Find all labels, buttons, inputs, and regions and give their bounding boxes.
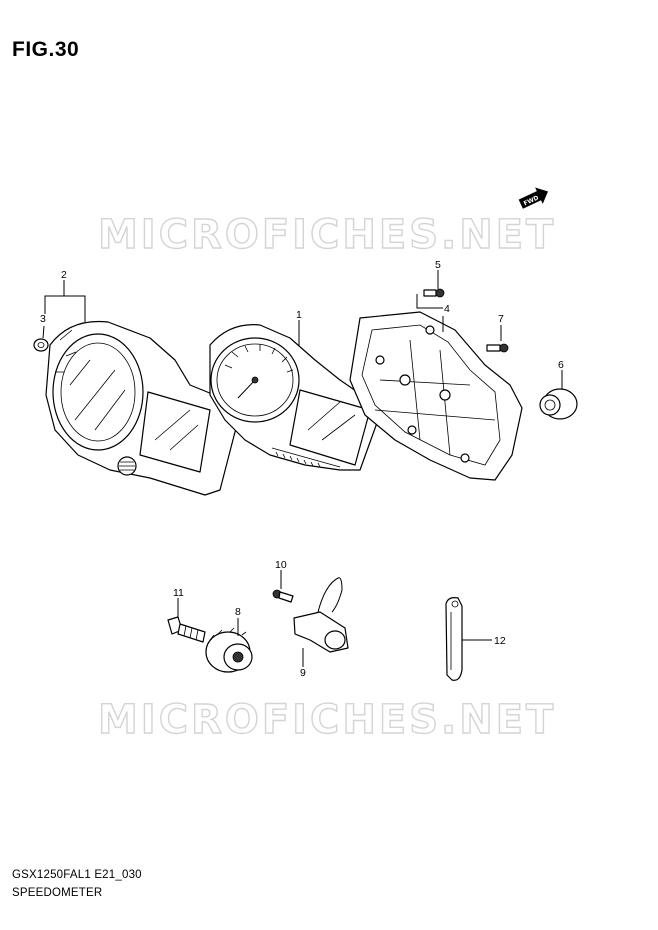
- part-speed-sensor: [293, 577, 349, 653]
- callout-4: 4: [444, 303, 450, 315]
- callout-12: 12: [494, 635, 506, 647]
- callout-8: 8: [235, 606, 241, 618]
- callout-11: 11: [173, 587, 184, 599]
- diagram-code: GSX1250FAL1 E21_030: [12, 869, 142, 881]
- callout-7: 7: [498, 313, 504, 325]
- callout-10: 10: [275, 559, 287, 571]
- part-sensor-rotor: [205, 627, 253, 673]
- fwd-arrow-icon: FWD: [518, 187, 548, 209]
- leader-lines: [42, 270, 563, 667]
- part-clamp: [445, 597, 463, 681]
- part-screw-side: [486, 343, 509, 353]
- part-grommet-small: [33, 338, 49, 352]
- watermark-bottom: MICROFICHES.NET: [98, 697, 556, 743]
- callout-9: 9: [300, 667, 306, 679]
- part-screw-top: [423, 288, 445, 298]
- figure-title: FIG.30: [12, 38, 80, 61]
- callout-1: 1: [296, 309, 302, 321]
- fwd-label: FWD: [523, 194, 540, 207]
- part-grommet-large: [539, 388, 578, 420]
- part-screw-sensor: [272, 589, 294, 603]
- diagram-name: SPEEDOMETER: [12, 887, 103, 899]
- watermark-top: MICROFICHES.NET: [98, 212, 556, 258]
- callout-2: 2: [61, 269, 67, 281]
- part-upper-case: [45, 320, 237, 496]
- callout-6: 6: [558, 359, 564, 371]
- callout-5: 5: [435, 259, 441, 271]
- part-meter-assembly: [209, 324, 379, 471]
- part-bolt: [167, 616, 206, 643]
- part-lower-case: [349, 311, 523, 481]
- callout-3: 3: [40, 313, 46, 325]
